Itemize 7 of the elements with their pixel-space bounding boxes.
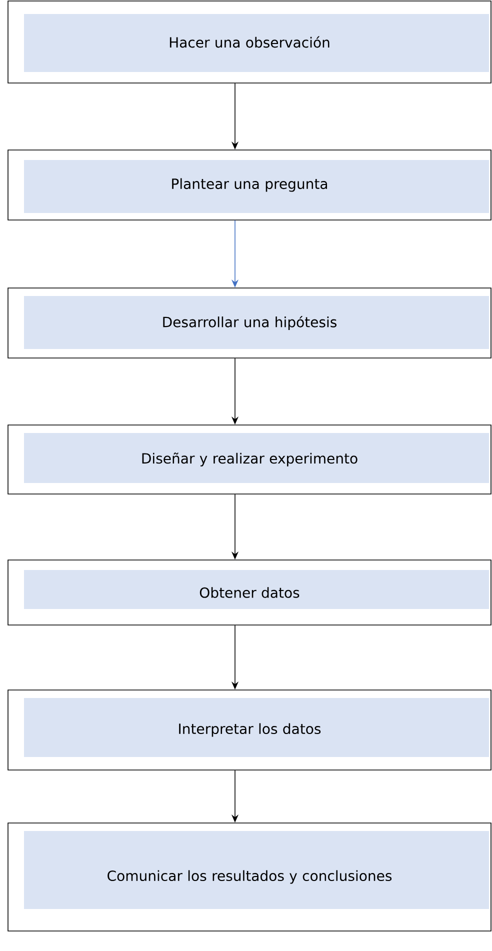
process-box: Diseñar y realizar experimento	[8, 424, 492, 494]
process-box: Desarrollar una hipótesis	[8, 288, 492, 358]
process-box: Obtener datos	[8, 560, 492, 626]
process-box: Interpretar los datos	[8, 690, 492, 770]
process-box: Plantear una pregunta	[8, 150, 492, 220]
process-box: Hacer una observación	[8, 0, 492, 84]
process-box: Comunicar los resultados y conclusiones	[8, 822, 492, 932]
